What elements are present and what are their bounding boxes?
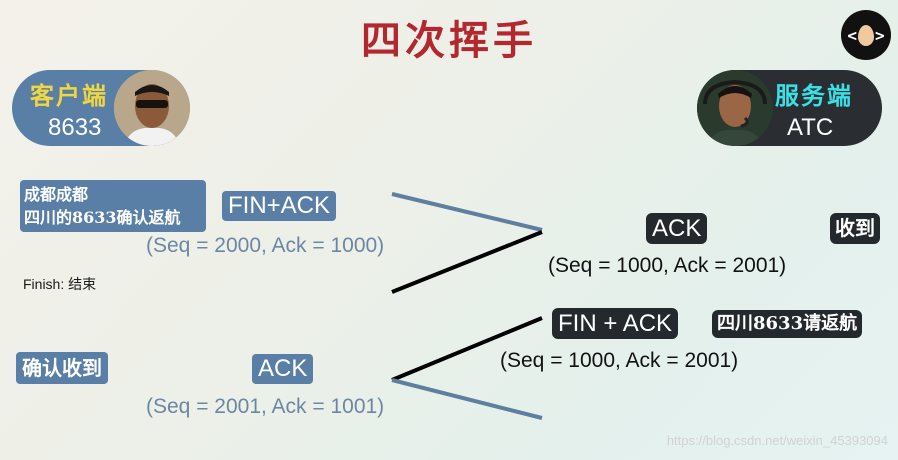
step3-badge: 四川8633请返航 — [712, 310, 863, 338]
step4-seq: (Seq = 2001, Ack = 1001) — [146, 395, 385, 418]
ack-line-client-to-server — [391, 378, 543, 420]
client-caption-line1: 成都成都 — [24, 185, 89, 204]
fin-ack-line-client-to-server — [391, 192, 543, 232]
fin-ack-line-server-to-client — [391, 316, 543, 382]
page-title: 四次挥手 — [361, 17, 537, 64]
step2-label: ACK — [646, 213, 708, 244]
watermark: https://blog.csdn.net/weixin_45393094 — [666, 433, 888, 448]
step3-label: FIN + ACK — [552, 308, 679, 339]
step2-seq: (Seq = 1000, Ack = 2001) — [548, 254, 787, 277]
client-caption-line2: 四川的8633确认返航 — [24, 208, 181, 227]
client-name: 客户端 — [30, 81, 108, 110]
client-badge: 客户端 8633 — [12, 70, 190, 146]
egg-logo-icon: <> — [841, 10, 891, 60]
step1-seq: (Seq = 2000, Ack = 1000) — [146, 234, 385, 257]
ack-line-server-to-client — [391, 230, 543, 294]
step4-label: ACK — [252, 354, 314, 384]
finish-note: Finish: 结束 — [23, 276, 97, 292]
client-port: 8633 — [48, 114, 102, 141]
step1-label: FIN+ACK — [222, 191, 337, 221]
server-badge: 服务端 ATC — [697, 70, 882, 146]
step4-caption: 确认收到 — [16, 352, 108, 384]
step2-badge: 收到 — [830, 213, 880, 244]
server-name: 服务端 — [775, 81, 853, 110]
client-avatar-icon — [114, 70, 190, 146]
server-port: ATC — [787, 114, 834, 141]
step3-seq: (Seq = 1000, Ack = 2001) — [500, 349, 739, 372]
client-caption-box: 成都成都 四川的8633确认返航 — [20, 180, 206, 232]
server-avatar-icon — [697, 70, 773, 146]
